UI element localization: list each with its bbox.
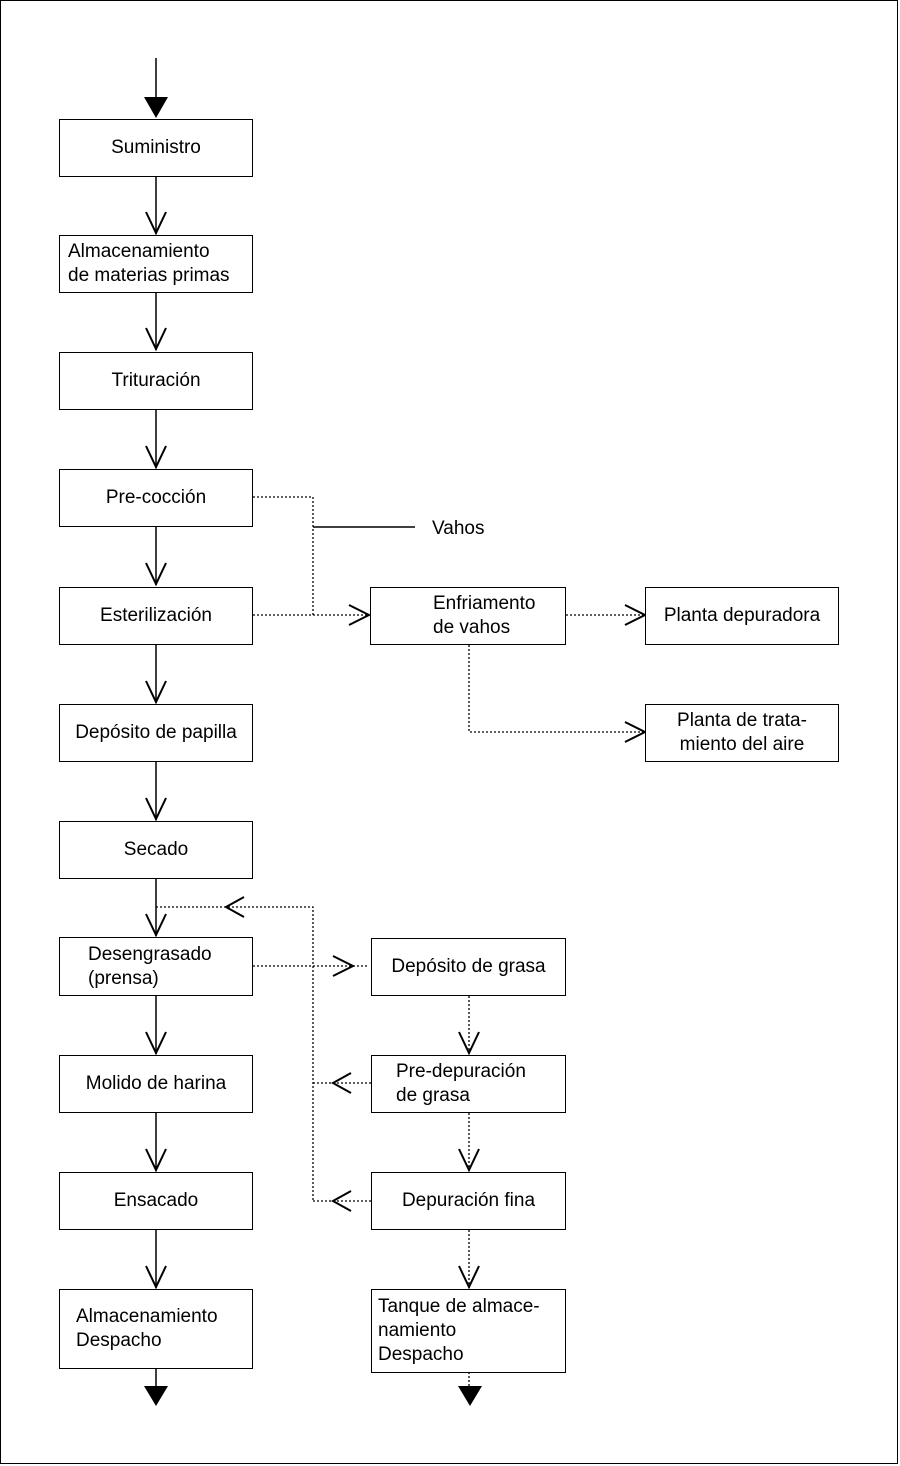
node-almacenamiento-despacho: Almacenamiento Despacho [59, 1289, 253, 1369]
node-suministro: Suministro [59, 119, 253, 177]
node-planta-tratamiento-aire: Planta de trata- miento del aire [645, 704, 839, 762]
node-molido-harina: Molido de harina [59, 1055, 253, 1113]
node-esterilizacion: Esterilización [59, 587, 253, 645]
node-enfriamiento-vahos: Enfriamento de vahos [370, 587, 566, 645]
node-planta-depuradora: Planta depuradora [645, 587, 839, 645]
node-precoccion: Pre-cocción [59, 469, 253, 527]
node-deposito-grasa: Depósito de grasa [371, 938, 566, 996]
node-desengrasado: Desengrasado (prensa) [59, 937, 253, 996]
label-vahos: Vahos [432, 518, 485, 539]
node-almacenamiento-materias-primas: Almacenamiento de materias primas [59, 235, 253, 293]
node-deposito-papilla: Depósito de papilla [59, 704, 253, 762]
node-trituracion: Trituración [59, 352, 253, 410]
node-secado: Secado [59, 821, 253, 879]
node-predepuracion-grasa: Pre-depuración de grasa [371, 1055, 566, 1113]
node-tanque-almacenamiento: Tanque de almace- namiento Despacho [371, 1289, 566, 1373]
node-depuracion-fina: Depuración fina [371, 1172, 566, 1230]
node-ensacado: Ensacado [59, 1172, 253, 1230]
